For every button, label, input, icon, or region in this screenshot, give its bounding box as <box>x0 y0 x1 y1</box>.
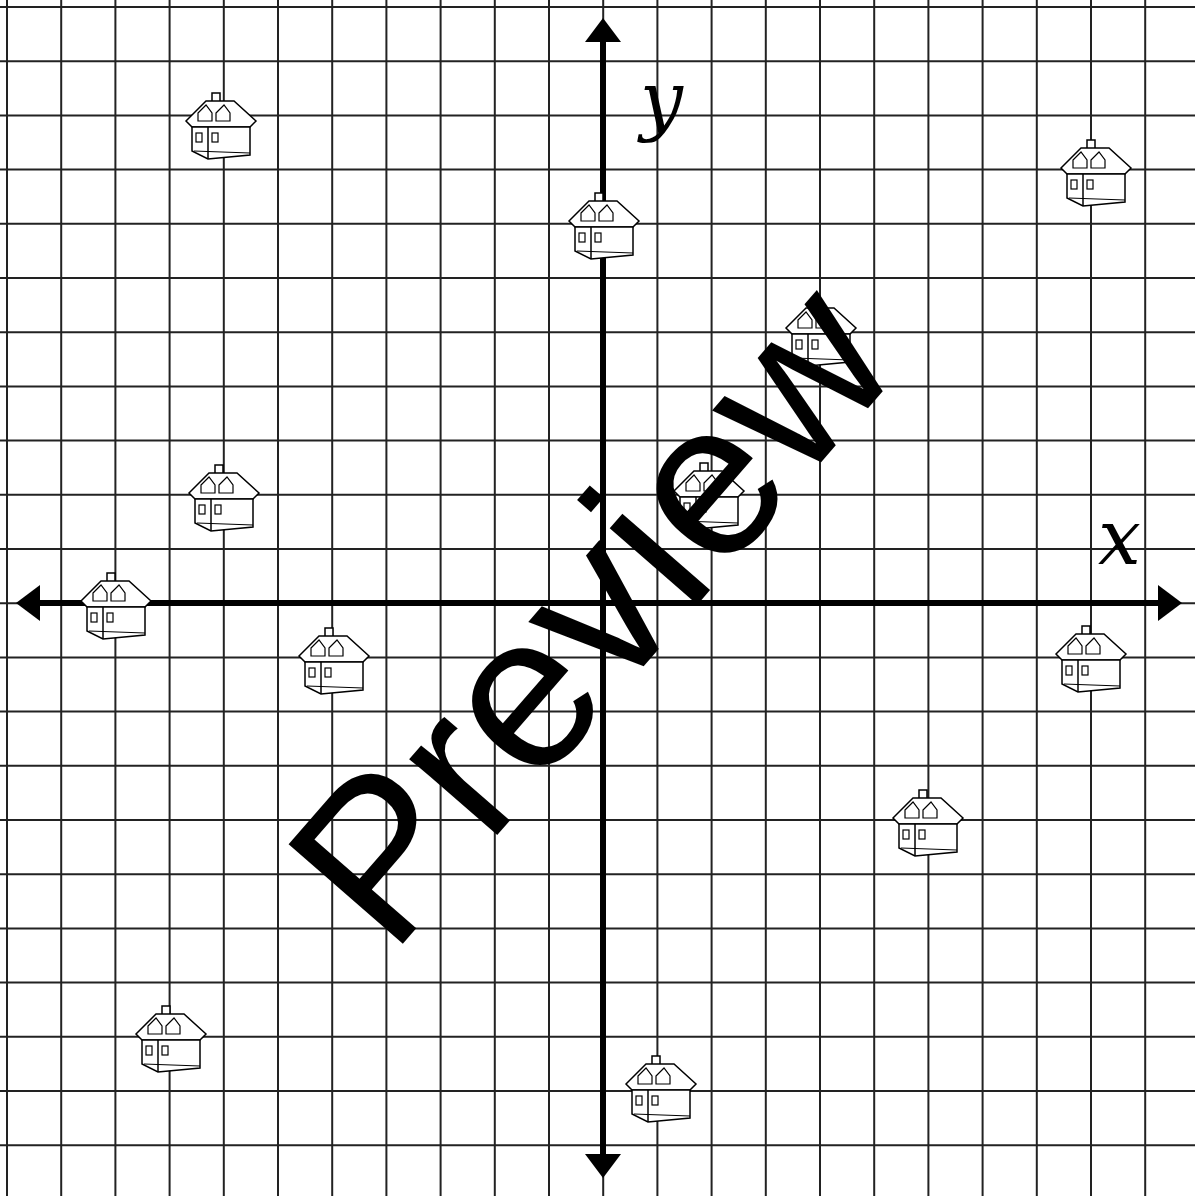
grid-line <box>0 277 1195 279</box>
house-icon <box>186 93 256 159</box>
grid-line <box>819 0 821 1196</box>
houses <box>81 93 1131 1122</box>
grid-line <box>0 331 1195 333</box>
grid-line <box>331 0 333 1196</box>
grid-line <box>0 819 1195 821</box>
grid-line <box>0 927 1195 929</box>
grid-line <box>277 0 279 1196</box>
house-icon <box>569 193 639 259</box>
house-icon <box>1061 140 1131 206</box>
house-icon <box>136 1006 206 1072</box>
grid-line <box>0 385 1195 387</box>
grid-line <box>982 0 984 1196</box>
axis-label: x <box>1098 500 1141 576</box>
grid-line <box>60 0 62 1196</box>
grid-line <box>873 0 875 1196</box>
house-icon <box>189 465 259 531</box>
house-icon <box>81 573 151 639</box>
grid-line <box>1144 0 1146 1196</box>
grid-line <box>6 0 8 1196</box>
grid-line <box>0 982 1195 984</box>
axis-label: y <box>640 62 683 138</box>
grid-line <box>0 60 1195 62</box>
axis-arrowhead <box>585 18 621 42</box>
grid-line <box>927 0 929 1196</box>
grid-line <box>385 0 387 1196</box>
axis-arrowhead <box>1158 585 1182 621</box>
house-icon <box>893 790 963 856</box>
grid-line <box>0 1090 1195 1092</box>
axis-arrowhead <box>16 585 40 621</box>
grid-line <box>0 169 1195 171</box>
axis-arrowhead <box>585 1154 621 1178</box>
house-icon <box>299 628 369 694</box>
watermark: Preview <box>250 245 929 980</box>
grid-line <box>1036 0 1038 1196</box>
grid-line <box>223 0 225 1196</box>
grid-line <box>440 0 442 1196</box>
grid-line <box>0 1144 1195 1146</box>
axes <box>16 18 1182 1178</box>
grid-line <box>0 6 1195 8</box>
house-icon <box>626 1056 696 1122</box>
grid-line <box>0 114 1195 116</box>
grid-line <box>765 0 767 1196</box>
grid-line <box>0 873 1195 875</box>
house-icon <box>1056 626 1126 692</box>
